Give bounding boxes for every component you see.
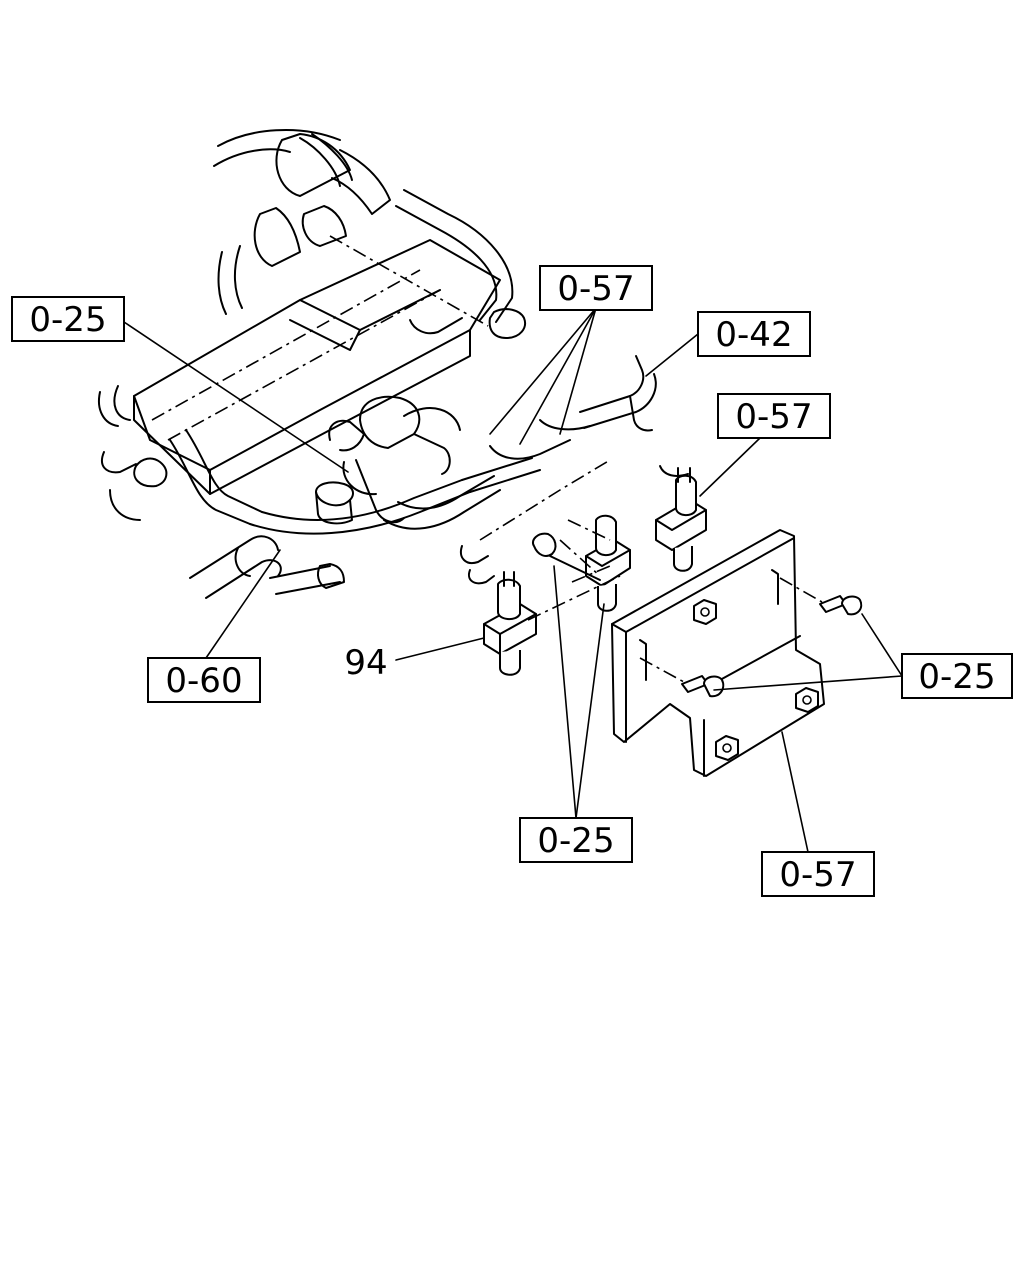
callout-label: 0-57: [779, 855, 856, 895]
mounting-bracket: [611, 529, 863, 777]
callout-label: 0-25: [29, 300, 106, 340]
leader-lines: [123, 307, 903, 853]
callout-label: 0-60: [165, 661, 242, 701]
callout-label: 0-57: [735, 397, 812, 437]
bolt-center: [532, 532, 601, 581]
bracket-bolt-upper: [779, 577, 863, 616]
vsv-solenoid-94: [460, 545, 537, 676]
callout-c5: 0-60: [147, 657, 261, 703]
callout-c2: 0-57: [539, 265, 653, 311]
vsv-solenoid-upper: [655, 465, 707, 572]
callout-c9: 0-57: [761, 851, 875, 897]
callout-c6: 94: [344, 643, 387, 683]
callout-label: 94: [344, 643, 387, 683]
callout-label: 0-42: [715, 315, 792, 355]
nut-right: [795, 687, 819, 713]
callout-c8: 0-25: [519, 817, 633, 863]
callout-c7: 0-25: [901, 653, 1013, 699]
callout-c3: 0-42: [697, 311, 811, 357]
callout-label: 0-57: [557, 269, 634, 309]
nut-bottom: [715, 735, 739, 761]
callout-label: 0-25: [918, 657, 995, 697]
engine-assembly: [98, 128, 657, 599]
nut-top: [693, 599, 717, 625]
callout-c1: 0-25: [11, 296, 125, 342]
bracket-bolt-lower: [639, 657, 725, 698]
vsv-solenoid-center: [585, 514, 631, 612]
callout-label: 0-25: [537, 821, 614, 861]
callout-c4: 0-57: [717, 393, 831, 439]
